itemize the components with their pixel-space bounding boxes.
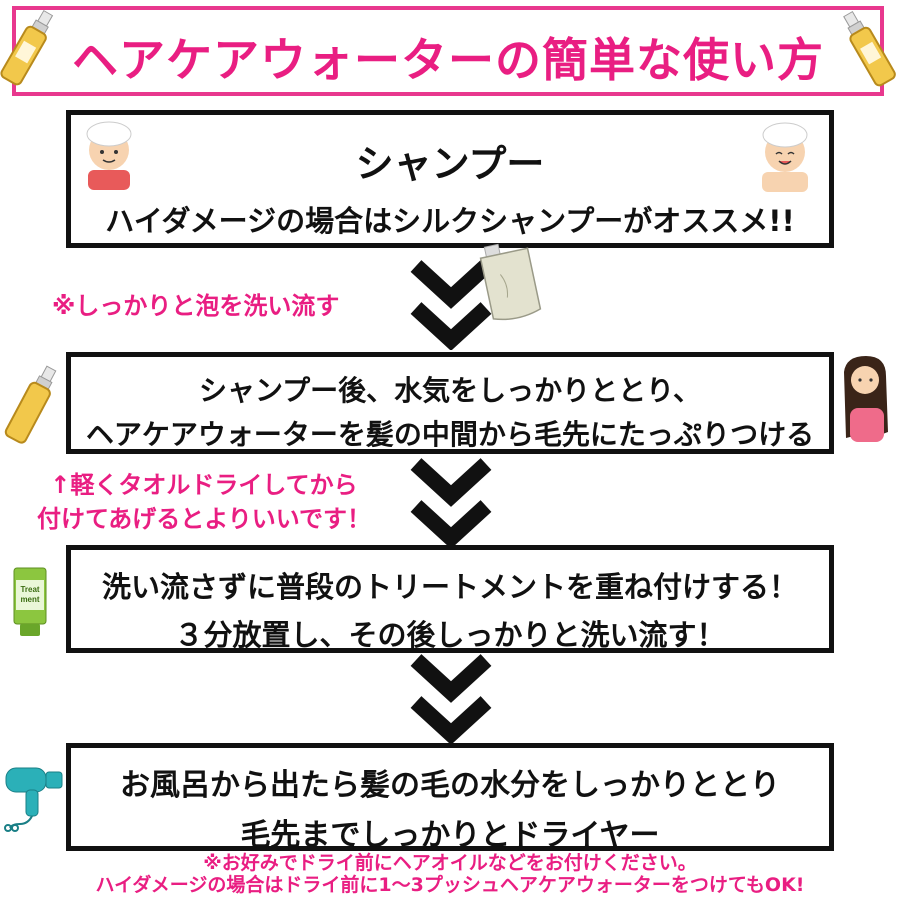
svg-text:Treat: Treat — [20, 585, 39, 594]
oil-bottle-icon-step2 — [4, 365, 57, 444]
down-arrow-icon-3 — [410, 654, 492, 744]
shampoo-pouch-icon — [479, 243, 542, 321]
shampoo-person-icon-left — [86, 121, 132, 190]
page-title: ヘアケアウォーターの簡単な使い方 — [72, 33, 824, 87]
step-treatment: 洗い流さずに普段のトリートメントを重ね付けする！ ３分放置し、その後しっかりと洗… — [66, 545, 834, 653]
shampoo-person-icon-right — [762, 122, 808, 192]
title-frame: ヘアケアウォーターの簡単な使い方 — [12, 6, 884, 96]
step-2-text-line-2: ヘアケアウォーターを髪の中間から毛先にたっぷりつける — [85, 418, 815, 451]
step-2-text-line-1: シャンプー後、水気をしっかりととり、 — [198, 374, 702, 407]
down-arrow-icon-2 — [410, 458, 492, 548]
treatment-tube-icon: Treat ment — [13, 567, 47, 636]
step-dry: お風呂から出たら髪の毛の水分をしっかりととり 毛先までしっかりとドライヤー — [66, 743, 834, 853]
oil-bottle-icon-left — [0, 9, 54, 86]
step-shampoo: シャンプー ハイダメージの場合はシルクシャンプーがオススメ!! — [66, 110, 834, 248]
down-arrow-icon-1 — [410, 260, 492, 350]
step-3-text-line-2: ３分放置し、その後しっかりと洗い流す！ — [174, 618, 726, 652]
step-apply-water: シャンプー後、水気をしっかりととり、 ヘアケアウォーターを髪の中間から毛先にたっ… — [66, 352, 834, 454]
bottom-note: ※お好みでドライ前にヘアオイルなどをお付けください。 ハイダメージの場合はドライ… — [0, 852, 900, 896]
towel-dry-note-line-2: 付けてあげるとよりいいです！ — [36, 505, 372, 533]
hair-dryer-icon — [4, 767, 63, 832]
step-4-text-line-2: 毛先までしっかりとドライヤー — [240, 818, 660, 853]
step-3-text-line-1: 洗い流さずに普段のトリートメントを重ね付けする！ — [101, 570, 798, 604]
bottom-note-line-2: ハイダメージの場合はドライ前に1～3プッシュヘアケアウォーターをつけてもOK! — [95, 874, 805, 896]
svg-text:ment: ment — [20, 595, 39, 604]
step-1-text: ハイダメージの場合はシルクシャンプーがオススメ!! — [105, 204, 795, 238]
towel-dry-note-line-1: ↑軽くタオルドライしてから — [50, 471, 358, 499]
towel-dry-note: ↑軽くタオルドライしてから 付けてあげるとよりいいです！ — [14, 468, 394, 536]
step-4-text-line-1: お風呂から出たら髪の毛の水分をしっかりととり — [120, 768, 780, 803]
rinse-note: ※しっかりと泡を洗い流す — [52, 292, 340, 320]
bottom-note-line-1: ※お好みでドライ前にヘアオイルなどをお付けください。 — [203, 852, 697, 874]
oil-bottle-icon-right — [843, 10, 896, 87]
step-1-heading: シャンプー — [355, 142, 545, 186]
woman-hair-care-icon — [844, 356, 888, 442]
